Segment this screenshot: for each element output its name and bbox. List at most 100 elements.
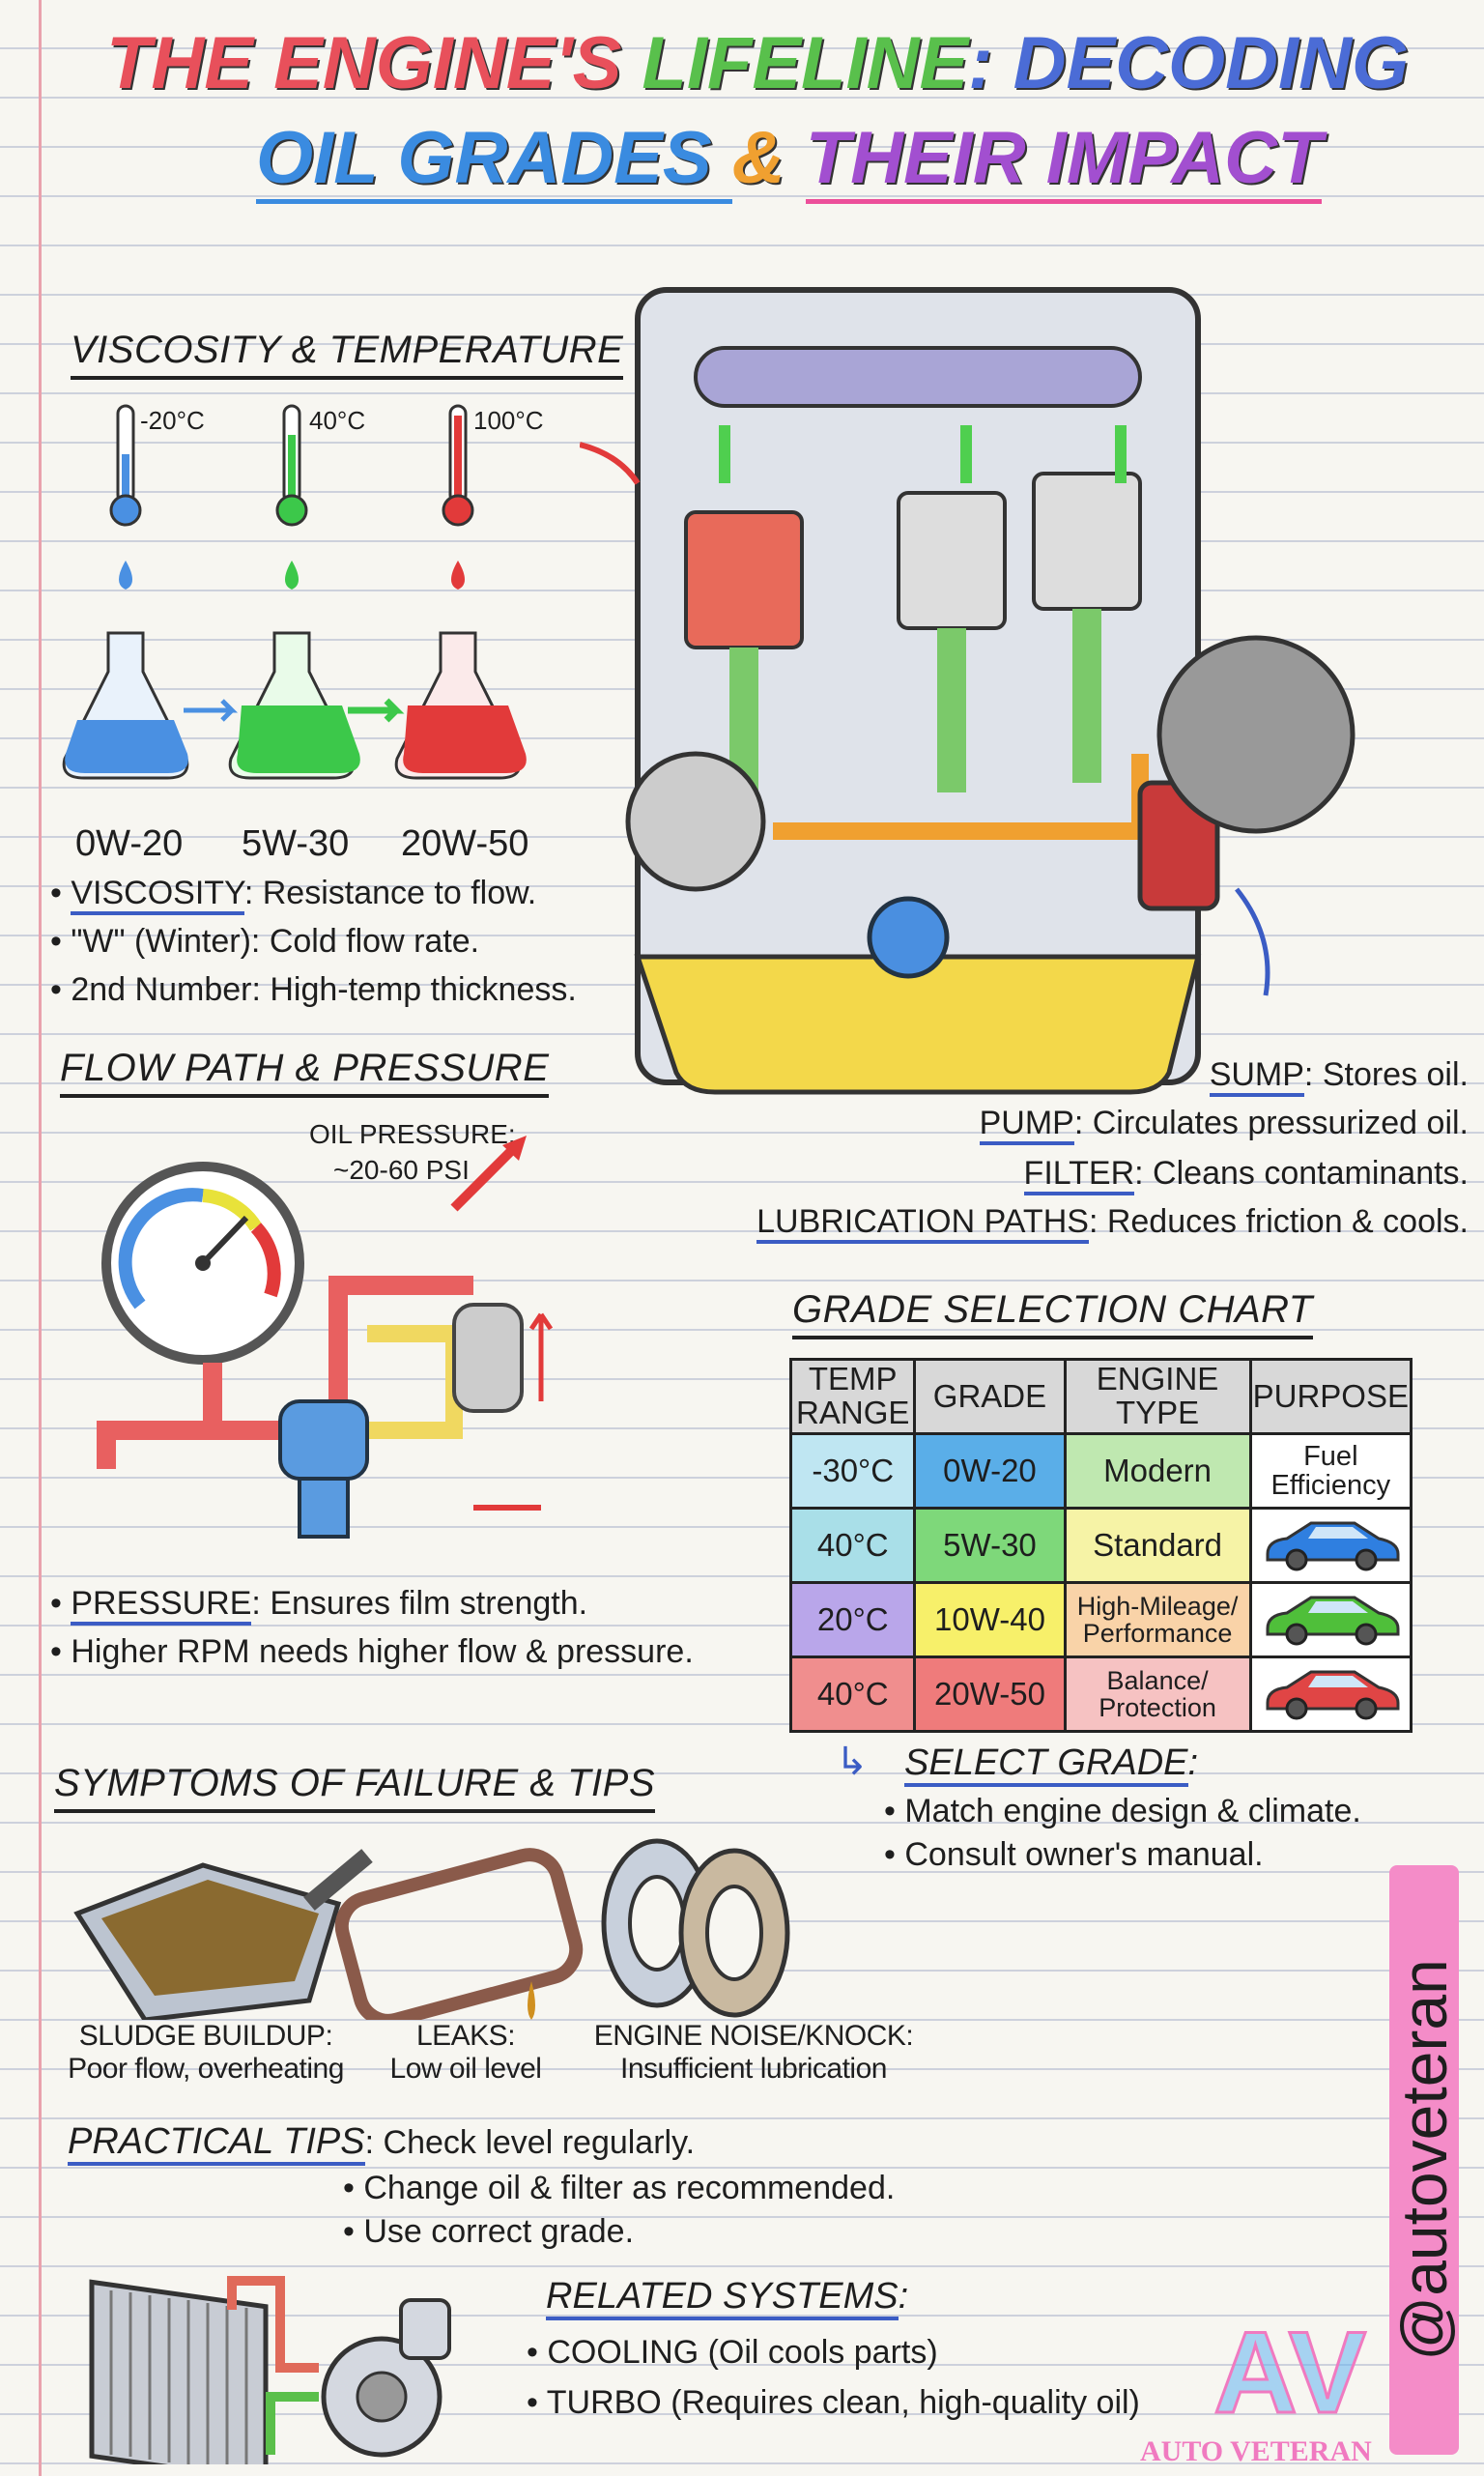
label-term: PUMP bbox=[979, 1105, 1074, 1145]
symptom-desc: Poor flow, overheating bbox=[68, 2053, 344, 2085]
symptom-sludge: SLUDGE BUILDUP:Poor flow, overheating bbox=[46, 2020, 365, 2086]
brand-logo: AV bbox=[1213, 2308, 1368, 2437]
oil-pump bbox=[867, 896, 950, 979]
label-text: : Circulates pressurized oil. bbox=[1073, 1105, 1469, 1141]
symptom-desc: Low oil level bbox=[389, 2053, 542, 2085]
brand-logo-text: AUTO VETERAN bbox=[1140, 2435, 1372, 2467]
turbo-icon bbox=[321, 2298, 451, 2458]
cell-temp: 40°C bbox=[788, 1655, 917, 1733]
bullet: • TURBO (Requires clean, high-quality oi… bbox=[527, 2384, 1140, 2421]
arrow-icon bbox=[348, 698, 405, 723]
bullet-text: : Ensures film strength. bbox=[251, 1585, 588, 1622]
column-header: GRADE bbox=[913, 1358, 1067, 1435]
title-line-1: THE ENGINE'S LIFELINE: DECODING bbox=[106, 21, 1409, 105]
cell-purpose: Fuel Efficiency bbox=[1248, 1432, 1413, 1510]
viscosity-bullets: • VISCOSITY: Resistance to flow. • "W" (… bbox=[50, 875, 577, 1020]
cell-engine: Standard bbox=[1063, 1507, 1252, 1584]
label-term: FILTER bbox=[1023, 1155, 1135, 1195]
cell-purpose bbox=[1248, 1507, 1413, 1584]
cell-engine: Balance/ Protection bbox=[1063, 1655, 1252, 1733]
tip-text: Check level regularly. bbox=[383, 2124, 696, 2161]
bullet: • VISCOSITY: Resistance to flow. bbox=[50, 875, 577, 923]
cell-temp: 40°C bbox=[788, 1507, 917, 1584]
title-line-2: OIL GRADES & THEIR IMPACT bbox=[256, 116, 1323, 204]
cell-grade: 0W-20 bbox=[913, 1432, 1067, 1510]
camshaft bbox=[694, 346, 1142, 408]
cell-temp: -30°C bbox=[788, 1432, 917, 1510]
radiator-icon bbox=[89, 2279, 269, 2464]
symptom-title: ENGINE NOISE/KNOCK: bbox=[593, 2020, 914, 2052]
tips-title: PRACTICAL TIPS bbox=[68, 2121, 365, 2166]
cell-grade: 20W-50 bbox=[913, 1655, 1067, 1733]
grade-label: 20W-50 bbox=[401, 823, 529, 864]
cell-purpose bbox=[1248, 1655, 1413, 1733]
title-part: THEIR IMPACT bbox=[805, 117, 1323, 204]
cell-purpose bbox=[1248, 1581, 1413, 1658]
engine-cutaway-illustration bbox=[580, 287, 1356, 1095]
car-icon bbox=[1266, 1670, 1400, 1720]
bullet: • COOLING (Oil cools parts) bbox=[527, 2334, 938, 2371]
related-text: TURBO (Requires clean, high-quality oil) bbox=[546, 2384, 1140, 2421]
label-text: : Stores oil. bbox=[1303, 1056, 1469, 1093]
symptom-desc: Insufficient lubrication bbox=[620, 2053, 887, 2085]
arrow-icon bbox=[184, 699, 239, 722]
bearing-icon bbox=[601, 1838, 790, 2018]
cell-temp: 20°C bbox=[788, 1581, 917, 1658]
title-part: LIFELINE bbox=[642, 22, 969, 104]
bullet-text: Consult owner's manual. bbox=[904, 1836, 1264, 1873]
cell-grade: 10W-40 bbox=[913, 1581, 1067, 1658]
piston bbox=[897, 491, 1007, 630]
bullet-text: : Cold flow rate. bbox=[250, 923, 480, 960]
title-part: : DECODING bbox=[968, 22, 1410, 104]
bullet-text: : High-temp thickness. bbox=[251, 971, 577, 1008]
bullet-text: : Resistance to flow. bbox=[243, 875, 537, 911]
title-part: & bbox=[731, 117, 806, 199]
related-title: RELATED SYSTEMS bbox=[546, 2276, 899, 2320]
select-grade-heading: SELECT GRADE: bbox=[904, 1742, 1198, 1787]
grade-chart-header: GRADE SELECTION CHART bbox=[792, 1288, 1313, 1339]
gasket-icon bbox=[334, 1848, 584, 2020]
practical-tips: PRACTICAL TIPS: Check level regularly. bbox=[68, 2121, 696, 2166]
title-part: THE ENGINE'S bbox=[106, 22, 642, 104]
bullet-term: 2nd Number bbox=[71, 971, 252, 1008]
thermometer-icon bbox=[442, 404, 474, 527]
bullet-text: Match engine design & climate. bbox=[904, 1793, 1361, 1829]
oil-pressure-label: OIL PRESSURE: bbox=[309, 1119, 516, 1149]
temp-label: -20°C bbox=[140, 406, 205, 435]
oil-pressure-value: ~20-60 PSI bbox=[333, 1155, 470, 1185]
grade-label: 0W-20 bbox=[75, 823, 184, 864]
pump-icon bbox=[278, 1399, 369, 1481]
viscosity-illustration bbox=[62, 404, 527, 780]
bullet-text: Higher RPM needs higher flow & pressure. bbox=[71, 1633, 694, 1670]
radiator-turbo-illustration bbox=[89, 2276, 451, 2464]
title-part: OIL GRADES bbox=[256, 117, 732, 204]
symptom-title: LEAKS: bbox=[415, 2020, 516, 2052]
temp-label: 40°C bbox=[309, 406, 366, 435]
symptom-icons bbox=[73, 1838, 790, 2020]
cell-grade: 5W-30 bbox=[913, 1507, 1067, 1584]
bullet: • Consult owner's manual. bbox=[884, 1836, 1264, 1873]
sludge-pan-icon bbox=[73, 1849, 373, 2020]
related-text: COOLING (Oil cools parts) bbox=[547, 2334, 938, 2371]
column-header: ENGINE TYPE bbox=[1063, 1358, 1252, 1435]
thermometer-icon bbox=[275, 404, 308, 527]
symptom-leaks: LEAKS:Low oil level bbox=[379, 2020, 553, 2086]
related-systems-heading: RELATED SYSTEMS: bbox=[546, 2276, 908, 2320]
bullet: • Use correct grade. bbox=[343, 2213, 635, 2250]
engine-label-sump: SUMP: Stores oil. bbox=[1209, 1056, 1469, 1097]
symptom-noise: ENGINE NOISE/KNOCK:Insufficient lubricat… bbox=[570, 2020, 937, 2086]
engine-label-pump: PUMP: Circulates pressurized oil. bbox=[979, 1105, 1469, 1145]
cell-engine: Modern bbox=[1063, 1432, 1252, 1510]
label-text: : Reduces friction & cools. bbox=[1088, 1203, 1469, 1240]
flow-bullets: • PRESSURE: Ensures film strength. • Hig… bbox=[50, 1585, 694, 1682]
piston bbox=[684, 510, 804, 649]
cell-engine: High-Mileage/ Performance bbox=[1063, 1581, 1252, 1658]
bullet: • "W" (Winter): Cold flow rate. bbox=[50, 923, 480, 960]
column-header: TEMP RANGE bbox=[788, 1358, 917, 1435]
bullet: • 2nd Number: High-temp thickness. bbox=[50, 971, 577, 1008]
tip-text: Use correct grade. bbox=[363, 2213, 635, 2250]
